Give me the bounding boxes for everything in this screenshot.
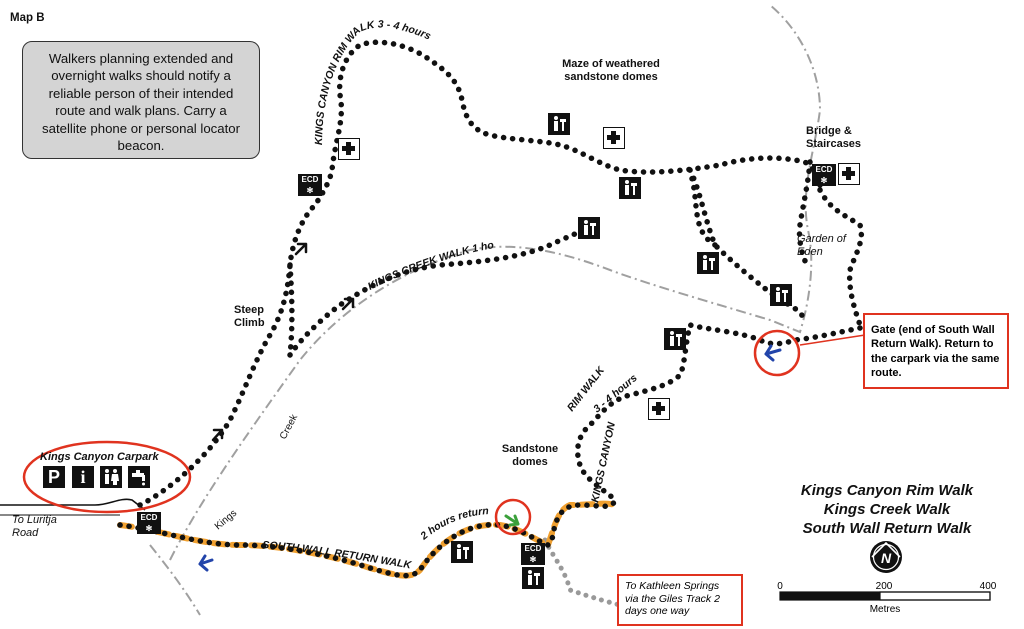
- lookout-icon: [619, 177, 641, 199]
- giles-track: [542, 537, 623, 608]
- title-south-wall: South Wall Return Walk: [802, 519, 972, 537]
- walk-titles: Kings Canyon Rim Walk Kings Creek Walk S…: [780, 482, 994, 538]
- luritja-label: To Luritja Road: [12, 514, 57, 540]
- rim-walk-south-trail: [549, 321, 863, 543]
- rim-walk-south-label: KINGS CANYON RIM WALK 3 - 4 hours: [565, 364, 640, 504]
- creek-walk-trail: [287, 225, 591, 358]
- first-aid-icon: [603, 127, 625, 149]
- kings-label: Kings: [213, 508, 239, 533]
- maze-loop-trail: [687, 167, 808, 323]
- direction-arrow-icon: [294, 242, 308, 256]
- gate-callout: Gate (end of South Wall Return Walk). Re…: [863, 313, 1009, 389]
- title-creek-walk: Kings Creek Walk: [823, 500, 951, 518]
- svg-text:N: N: [881, 550, 892, 566]
- steep-climb-label: Steep Climb: [234, 304, 265, 330]
- ecd-icon: ECD✻: [137, 512, 161, 534]
- first-aid-icon: [338, 138, 360, 160]
- svg-text:Metres: Metres: [870, 604, 901, 615]
- map-label: Map B: [10, 12, 45, 24]
- lookout-icon: [697, 252, 719, 274]
- maze-loop-trail-2: [687, 169, 718, 248]
- scale-bar: 0 200 400 Metres: [777, 581, 997, 615]
- svg-text:200: 200: [876, 581, 893, 592]
- south-wall-label: SOUTH WALL RETURN WALK: [262, 539, 413, 572]
- junction-highlight-circle: [494, 498, 532, 536]
- lookout-icon: [664, 328, 686, 350]
- ecd-icon: ECD✻: [298, 174, 322, 196]
- title-rim-walk: Kings Canyon Rim Walk: [800, 482, 974, 499]
- rim-walk-west-trail: [137, 39, 823, 508]
- blue-arrow-icon: [198, 554, 214, 572]
- water-tap-icon: [128, 466, 150, 488]
- blue-arrow-icon: [764, 344, 782, 362]
- lookout-icon: [578, 217, 600, 239]
- safety-notice: Walkers planning extended and overnight …: [22, 41, 260, 159]
- bridge-label: Bridge & Staircases: [806, 125, 862, 151]
- ecd-icon: ECD✻: [521, 543, 545, 565]
- first-aid-icon: [838, 163, 860, 185]
- lookout-icon: [451, 541, 473, 563]
- south-grey-line: [149, 544, 201, 616]
- kings-creek-line: [169, 4, 822, 561]
- maze-label: Maze of weathered sandstone domes: [562, 58, 660, 84]
- rim-walk-north-label: KINGS CANYON RIM WALK 3 - 4 hours: [313, 19, 433, 146]
- carpark-highlight-ellipse: [22, 440, 192, 514]
- first-aid-icon: [648, 398, 670, 420]
- lookout-icon: [522, 567, 544, 589]
- luritja-road: [0, 498, 146, 511]
- garden-label: Garden of Eden: [797, 233, 846, 259]
- ecd-icon: ECD✻: [812, 164, 836, 186]
- toilets-icon: [100, 466, 122, 488]
- svg-text:400: 400: [980, 581, 997, 592]
- garden-trail: [796, 159, 864, 328]
- svg-text:0: 0: [777, 581, 783, 592]
- parking-icon: P: [43, 466, 65, 488]
- gate-highlight-circle: [753, 329, 801, 377]
- carpark-label: Kings Canyon Carpark: [40, 451, 159, 463]
- gate-callout-line: [799, 334, 866, 346]
- lookout-icon: [770, 284, 792, 306]
- direction-arrow-icon: [211, 428, 224, 442]
- creek-label: Creek: [278, 412, 301, 442]
- direction-arrow-icon: [341, 297, 355, 311]
- steep-climb-trail: [287, 262, 295, 358]
- north-arrow-icon: N: [870, 541, 902, 573]
- info-icon: i: [72, 466, 94, 488]
- south-wall-trail: [117, 521, 551, 579]
- lookout-icon: [548, 113, 570, 135]
- sandstone-domes-label: Sandstone domes: [501, 443, 559, 469]
- green-arrow-icon: [504, 514, 520, 527]
- kathleen-springs-callout: To Kathleen Springs via the Giles Track …: [617, 574, 743, 626]
